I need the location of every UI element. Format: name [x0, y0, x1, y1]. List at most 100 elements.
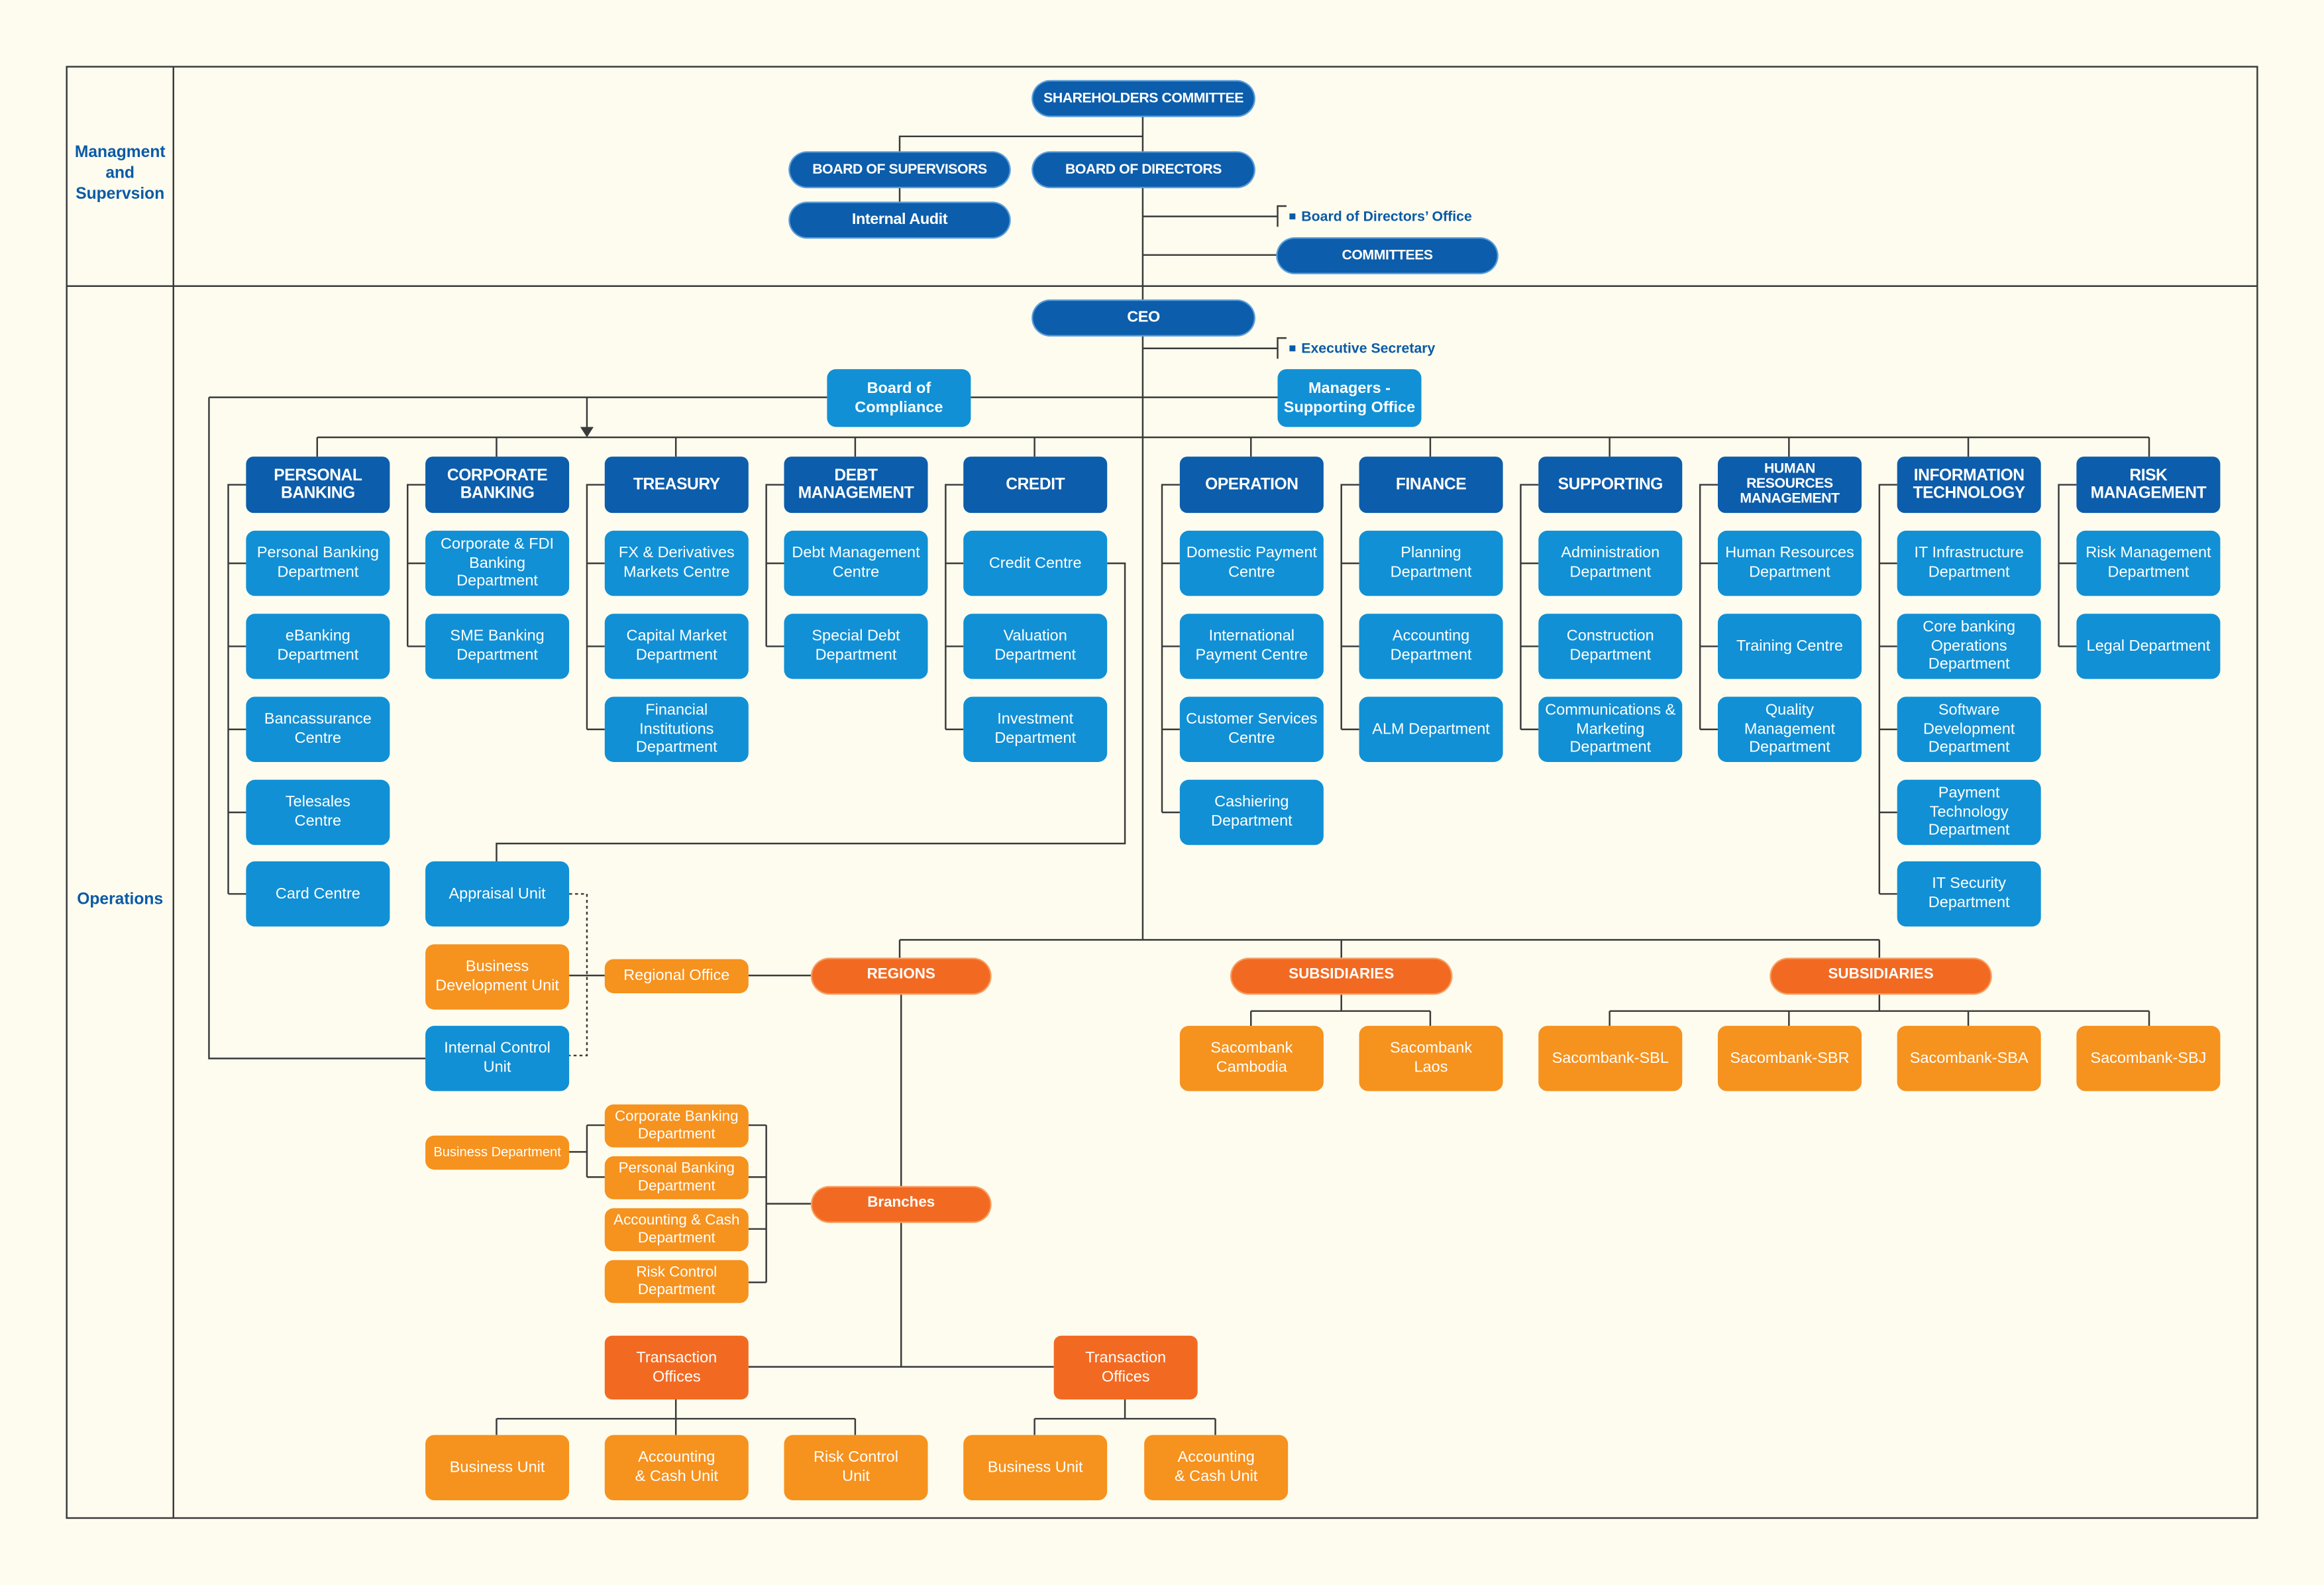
connector-finance	[1340, 484, 1359, 730]
branch-risk-control-department: Risk Control Department	[604, 1260, 749, 1303]
division-header-credit: CREDIT	[963, 457, 1108, 514]
unit-cashiering: Cashiering Department	[1179, 779, 1324, 846]
unit-administration: Administration Department	[1538, 530, 1683, 596]
subsidiary-sacombank-sbr: Sacombank-SBR	[1717, 1026, 1862, 1091]
unit-investment: Investment Department	[963, 696, 1108, 762]
division-header-human-resources: HUMAN RESOURCES MANAGEMENT	[1717, 457, 1862, 514]
ceo-box: CEO	[1033, 301, 1254, 335]
connector-credit	[945, 484, 964, 730]
connector-shareholders-boards	[898, 115, 1144, 153]
unit-quality-management: Quality Management Department	[1717, 696, 1862, 762]
division-header-information-technology: INFORMATION TECHNOLOGY	[1897, 457, 2041, 514]
unit-bancassurance-centre: Bancassurance Centre	[246, 696, 390, 762]
unit-human-resources: Human Resources Department	[1717, 530, 1862, 596]
to1-risk-control-unit: Risk Control Unit	[784, 1435, 928, 1501]
unit-accounting: Accounting Department	[1359, 614, 1503, 679]
unit-domestic-payment: Domestic Payment Centre	[1179, 530, 1324, 596]
square-bullet-icon	[1289, 213, 1296, 220]
subsidiary-sacombank-sbj: Sacombank-SBJ	[2076, 1026, 2221, 1091]
internal-audit-box: Internal Audit	[790, 203, 1010, 237]
arrowhead-icon	[580, 427, 594, 437]
unit-credit-centre: Credit Centre	[963, 530, 1108, 596]
unit-international-payment: International Payment Centre	[1179, 614, 1324, 679]
division-header-debt-management: DEBT MANAGEMENT	[784, 457, 928, 514]
unit-card-centre: Card Centre	[246, 861, 390, 927]
subsidiary-sacombank-laos: Sacombank Laos	[1359, 1026, 1503, 1091]
business-development-unit-box: Business Development Unit	[425, 944, 570, 1010]
unit-risk-management: Risk Management Department	[2076, 530, 2221, 596]
square-bullet-icon	[1289, 345, 1296, 352]
business-department-box: Business Department	[425, 1135, 570, 1170]
unit-personal-banking-department: Personal Banking Department	[246, 530, 390, 596]
unit-planning: Planning Department	[1359, 530, 1503, 596]
subsidiary-sacombank-sba: Sacombank-SBA	[1897, 1026, 2041, 1091]
division-header-supporting: SUPPORTING	[1538, 457, 1683, 514]
unit-sme-banking: SME Banking Department	[425, 614, 570, 679]
unit-special-debt: Special Debt Department	[784, 614, 928, 679]
unit-communications-marketing: Communications & Marketing Department	[1538, 696, 1683, 762]
connector-supporting	[1520, 484, 1539, 730]
board-of-directors-box: BOARD OF DIRECTORS	[1033, 152, 1254, 187]
shareholders-committee-box: SHAREHOLDERS COMMITTEE	[1033, 82, 1254, 116]
section-label-management: Managment and Supervsion	[74, 144, 166, 203]
connector-directors-office	[1142, 205, 1287, 227]
division-header-personal-banking: PERSONAL BANKING	[246, 457, 390, 514]
unit-legal: Legal Department	[2076, 614, 2221, 679]
division-header-finance: FINANCE	[1359, 457, 1503, 514]
to2-accounting-cash-unit: Accounting & Cash Unit	[1144, 1435, 1289, 1501]
to1-accounting-cash-unit: Accounting & Cash Unit	[604, 1435, 749, 1501]
division-header-risk-management: RISK MANAGEMENT	[2076, 457, 2221, 514]
unit-construction: Construction Department	[1538, 614, 1683, 679]
connector-human-resources	[1699, 484, 1718, 730]
unit-training-centre: Training Centre	[1717, 614, 1862, 679]
regions-box: REGIONS	[812, 959, 990, 993]
connector-region-bus	[898, 939, 1881, 959]
connector-dotted-appraisal-control	[569, 893, 588, 1057]
connector-risk-management	[2058, 484, 2077, 647]
executive-secretary-note: Executive Secretary	[1289, 338, 1435, 358]
unit-ebanking-department: eBanking Department	[246, 614, 390, 679]
branches-box: Branches	[812, 1187, 990, 1222]
unit-it-security: IT Security Department	[1897, 861, 2041, 927]
branch-personal-banking-department: Personal Banking Department	[604, 1156, 749, 1199]
to1-business-unit: Business Unit	[425, 1435, 570, 1501]
connector-subsidiaries-2	[1609, 993, 2150, 1026]
connector-executive-secretary	[1142, 337, 1287, 359]
connector-division-drops	[316, 437, 2150, 457]
connector-debt-management	[765, 484, 784, 647]
subsidiary-sacombank-sbl: Sacombank-SBL	[1538, 1026, 1683, 1091]
connector-transaction-office-1-units	[496, 1399, 857, 1435]
transaction-offices-box-1: Transaction Offices	[604, 1335, 749, 1399]
regional-office-box: Regional Office	[604, 959, 749, 993]
committees-box: COMMITTEES	[1277, 239, 1497, 273]
connector-information-technology	[1878, 484, 1897, 895]
directors-office-note: Board of Directors’ Office	[1289, 206, 1472, 227]
connector-subsidiaries-1	[1250, 993, 1432, 1026]
connector-personal-banking	[227, 484, 246, 895]
branch-corporate-banking-department: Corporate Banking Department	[604, 1104, 749, 1148]
appraisal-unit-box: Appraisal Unit	[425, 861, 570, 927]
board-of-compliance-box: Board of Compliance	[827, 369, 971, 427]
connector-transaction-office-2-units	[1033, 1399, 1216, 1435]
directors-office-label: Board of Directors’ Office	[1301, 208, 1472, 225]
executive-secretary-label: Executive Secretary	[1301, 340, 1436, 357]
subsidiary-sacombank-cambodia: Sacombank Cambodia	[1179, 1026, 1324, 1091]
connector-operation	[1161, 484, 1180, 814]
division-header-corporate-banking: CORPORATE BANKING	[425, 457, 570, 514]
section-label-operations: Operations	[77, 891, 164, 909]
unit-it-infrastructure: IT Infrastructure Department	[1897, 530, 2041, 596]
division-header-treasury: TREASURY	[604, 457, 749, 514]
unit-debt-management-centre: Debt Management Centre	[784, 530, 928, 596]
connector-credit-appraisal	[496, 562, 1126, 861]
connector-corporate-banking	[407, 484, 426, 647]
unit-software-development: Software Development Department	[1897, 696, 2041, 762]
unit-telesales-centre: Telesales Centre	[246, 779, 390, 846]
connector-compliance-internal-control	[208, 397, 426, 1060]
unit-capital-market: Capital Market Department	[604, 614, 749, 679]
connector-treasury	[586, 484, 605, 730]
unit-core-banking-operations: Core banking Operations Department	[1897, 614, 2041, 679]
outer-frame	[66, 66, 2258, 1519]
unit-financial-institutions: Financial Institutions Department	[604, 696, 749, 762]
